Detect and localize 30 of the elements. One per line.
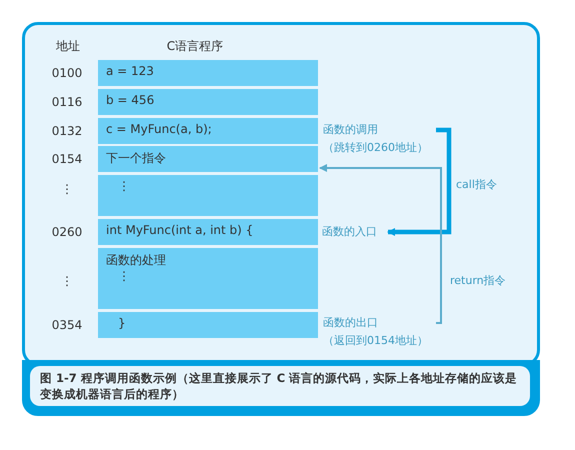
arrow <box>387 128 452 236</box>
address-label: 0354 <box>50 318 84 332</box>
address-label: ⋮ <box>60 274 74 288</box>
memory-cell: ⋮ <box>98 175 318 216</box>
address-label: 0100 <box>50 66 84 80</box>
note-text: 函数的调用 <box>323 122 379 138</box>
memory-cell: c = MyFunc(a, b); <box>98 118 318 144</box>
memory-cell: 下一个指令 <box>98 146 318 172</box>
memory-cell: } <box>98 312 318 338</box>
annotation-text: 函数的入口 <box>322 223 386 241</box>
column-heading: 地址 <box>55 38 81 55</box>
memory-cell: b = 456 <box>98 89 318 115</box>
column-heading: C语言程序 <box>166 38 224 55</box>
memory-cell: a = 123 <box>98 60 318 86</box>
note-text: （跳转到0260地址） <box>323 140 429 156</box>
figure-caption: 图 1-7 程序调用函数示例（这里直接展示了 C 语言的源代码，实际上各地址存储的应该是变换成机器语言后的程序） <box>30 366 530 406</box>
memory-cell: int MyFunc(int a, int b) { <box>98 219 318 245</box>
memory-cell <box>98 248 318 309</box>
cell-text: 函数的处理 <box>106 252 167 269</box>
address-label: ⋮ <box>60 182 74 196</box>
address-label: 0132 <box>50 124 84 138</box>
note-text: 函数的出口 <box>323 315 379 331</box>
arrow <box>319 164 442 324</box>
address-label: 0260 <box>50 225 84 239</box>
address-label: 0154 <box>50 152 84 166</box>
address-label: 0116 <box>50 95 84 109</box>
edge-label: call指令 <box>456 177 497 193</box>
edge-label: return指令 <box>450 273 506 289</box>
note-text: （返回到0154地址） <box>323 333 429 349</box>
cell-text: ⋮ <box>117 269 131 283</box>
